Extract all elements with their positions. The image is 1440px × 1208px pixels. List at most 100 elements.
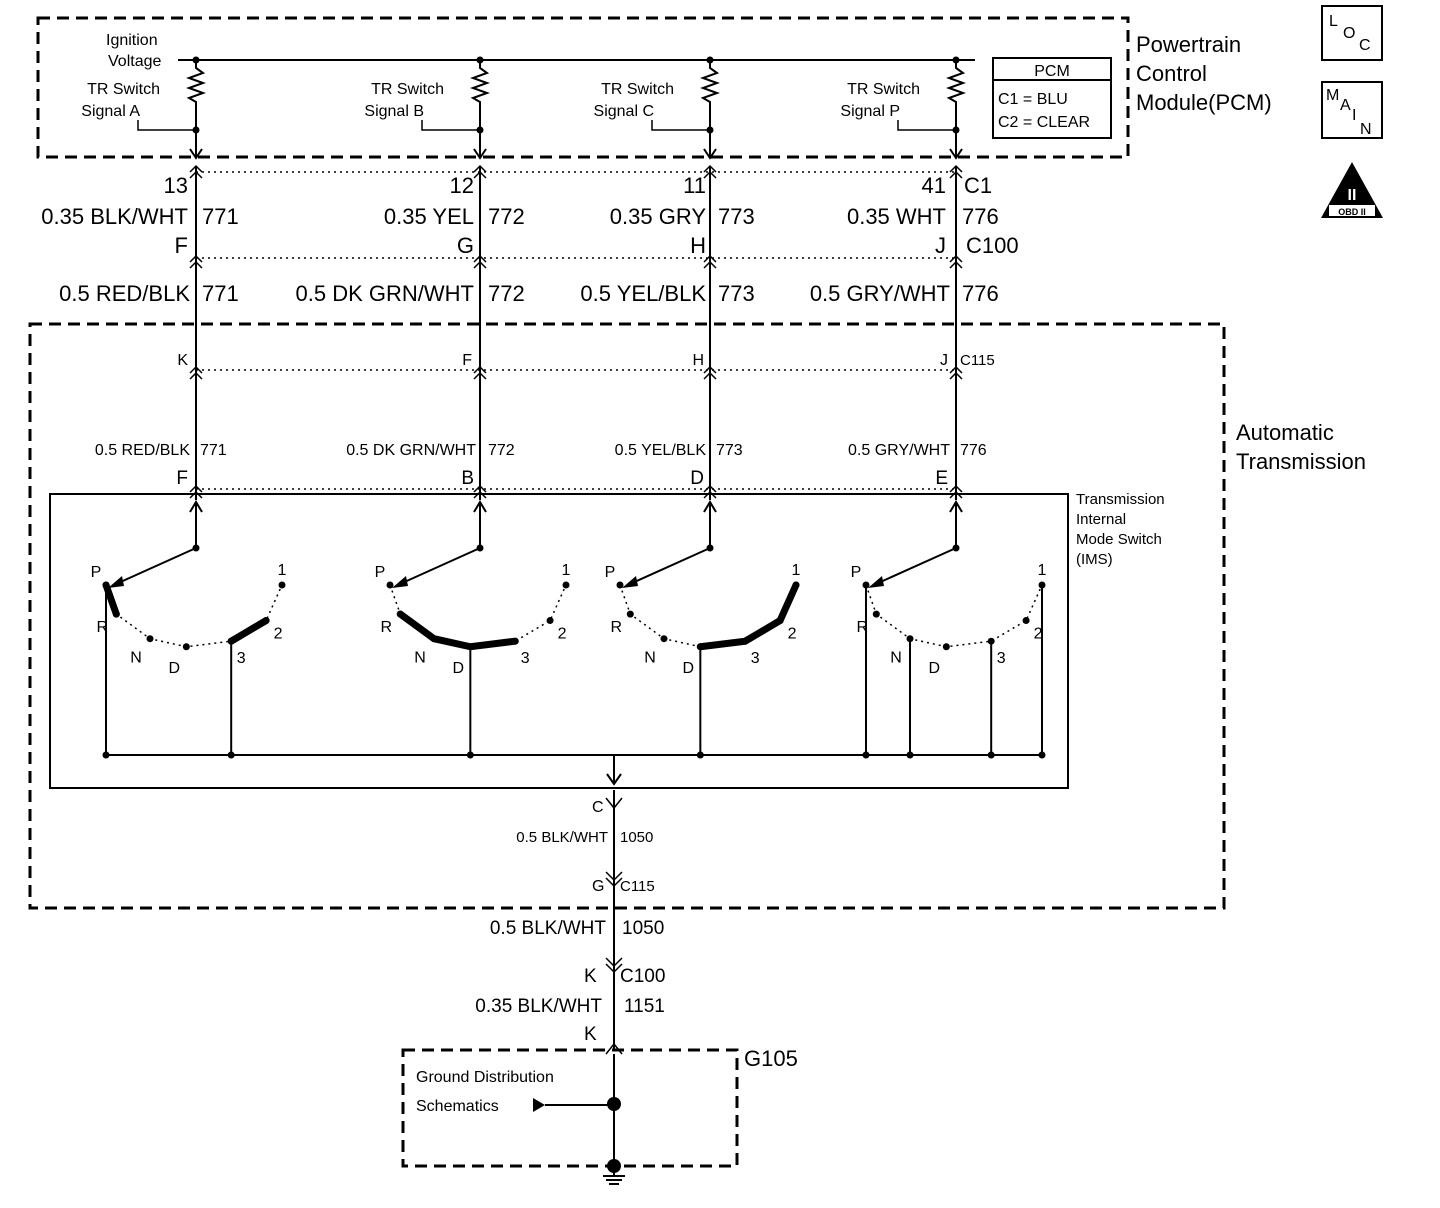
- svg-text:I: I: [1352, 107, 1356, 124]
- position-contact: [396, 610, 404, 618]
- pcm-pin: 12: [450, 173, 474, 198]
- c100-pin: H: [690, 233, 706, 258]
- circuit-number-2: 773: [718, 281, 755, 306]
- position-contact: [942, 643, 950, 651]
- wire-color-2: 0.5 YEL/BLK: [580, 281, 706, 306]
- ground-dist-2: Schematics: [416, 1098, 499, 1115]
- pcm-pin: 13: [164, 173, 188, 198]
- svg-text:C: C: [1359, 37, 1371, 54]
- position-contact: [262, 617, 270, 625]
- ims-box: [49, 493, 1069, 789]
- ims-pin: B: [461, 468, 474, 489]
- ground-c115-label: C115: [620, 878, 655, 895]
- switch-contact-strip: [227, 617, 270, 645]
- svg-text:M: M: [1326, 87, 1339, 104]
- ignition-label-2: Voltage: [108, 53, 161, 70]
- position-label-3: 3: [997, 650, 1006, 667]
- position-contact: [872, 610, 880, 618]
- pcm-box: [36, 16, 1130, 159]
- position-label-d: D: [929, 660, 941, 677]
- position-contact: [792, 581, 800, 589]
- svg-text:OBD II: OBD II: [1338, 207, 1366, 217]
- wire-color-1: 0.35 YEL: [384, 204, 474, 229]
- ims-title-1: Transmission: [1076, 491, 1165, 508]
- c100-pin: F: [175, 233, 188, 258]
- obd2-icon: II OBD II: [1321, 162, 1383, 218]
- position-label-r: R: [857, 619, 869, 636]
- position-label-r: R: [611, 619, 623, 636]
- position-contact: [511, 637, 519, 645]
- circuit-number-3: 772: [488, 442, 515, 459]
- wire-color-1: 0.35 WHT: [847, 204, 946, 229]
- position-label-1: 1: [562, 562, 571, 579]
- g105-label: G105: [744, 1046, 798, 1071]
- position-label-p: P: [91, 564, 102, 581]
- signal-label-2: Signal B: [364, 103, 424, 120]
- position-label-r: R: [97, 619, 109, 636]
- ground-c100-pin: K: [584, 966, 597, 987]
- position-contact: [626, 610, 634, 618]
- ignition-label-1: Ignition: [106, 32, 158, 49]
- position-label-3: 3: [237, 650, 246, 667]
- circuit-number-2: 771: [202, 281, 239, 306]
- ims-pin: F: [176, 468, 188, 489]
- signal-label-2: Signal A: [81, 103, 140, 120]
- pcm-legend: PCM C1 = BLU C2 = CLEAR: [992, 57, 1112, 139]
- ground-ckt-b: 1050: [622, 918, 664, 939]
- pcm-pin: 11: [683, 173, 706, 198]
- position-label-n: N: [890, 650, 902, 667]
- c115-label: C115: [960, 352, 995, 369]
- circuit-number-1: 771: [202, 204, 239, 229]
- wire-color-3: 0.5 RED/BLK: [95, 442, 190, 459]
- position-contact: [146, 635, 154, 643]
- ground-ckt-a: 1050: [620, 829, 653, 846]
- c115-pin: J: [940, 352, 948, 369]
- position-label-d: D: [453, 660, 465, 677]
- circuit-number-2: 776: [962, 281, 999, 306]
- pcm-legend-line-2: C2 = CLEAR: [998, 114, 1090, 131]
- position-label-n: N: [414, 650, 426, 667]
- wire-color-1: 0.35 GRY: [610, 204, 707, 229]
- c100-pin: G: [457, 233, 474, 258]
- g105-box: [401, 1048, 739, 1168]
- ground-dist-arrow: [533, 1098, 545, 1112]
- ground-ims-connector: [605, 797, 623, 810]
- circuit-number-3: 776: [960, 442, 987, 459]
- ground-c100-label: C100: [620, 966, 665, 987]
- pcm-title-3: Module(PCM): [1136, 90, 1272, 115]
- transmission-box: [28, 322, 1226, 910]
- signal-label-2: Signal P: [840, 103, 900, 120]
- pcm-title-2: Control: [1136, 61, 1207, 86]
- ground-wire-b: 0.5 BLK/WHT: [490, 918, 607, 939]
- wire-color-2: 0.5 RED/BLK: [59, 281, 190, 306]
- ground-symbol-icon: [603, 1166, 625, 1185]
- circuit-number-1: 772: [488, 204, 525, 229]
- switch-contact-strip: [102, 581, 120, 618]
- ground-wire-c: 0.35 BLK/WHT: [475, 996, 602, 1017]
- position-label-p: P: [375, 564, 386, 581]
- loc-icon: L O C: [1321, 5, 1383, 61]
- pcm-title-1: Powertrain: [1136, 32, 1241, 57]
- signal-label-1: TR Switch: [371, 81, 444, 98]
- ground-wire-a: 0.5 BLK/WHT: [516, 829, 608, 846]
- ims-pin: E: [935, 468, 948, 489]
- wire-color-3: 0.5 GRY/WHT: [848, 442, 950, 459]
- circuit-number-1: 776: [962, 204, 999, 229]
- pcm-legend-line-1: C1 = BLU: [998, 91, 1068, 108]
- main-icon: M A I N: [1321, 81, 1383, 139]
- wire-color-3: 0.5 YEL/BLK: [615, 442, 707, 459]
- position-label-2: 2: [1034, 626, 1043, 643]
- signal-label-2: Signal C: [594, 103, 654, 120]
- svg-text:O: O: [1343, 25, 1355, 42]
- position-label-1: 1: [792, 562, 801, 579]
- ground-ims-pin: C: [592, 799, 604, 816]
- pcm-pin: 41: [922, 173, 946, 198]
- transmission-title-2: Transmission: [1236, 449, 1366, 474]
- circuit-number-1: 773: [718, 204, 755, 229]
- wire-color-1: 0.35 BLK/WHT: [41, 204, 188, 229]
- c115-pin: F: [462, 352, 472, 369]
- signal-label-1: TR Switch: [847, 81, 920, 98]
